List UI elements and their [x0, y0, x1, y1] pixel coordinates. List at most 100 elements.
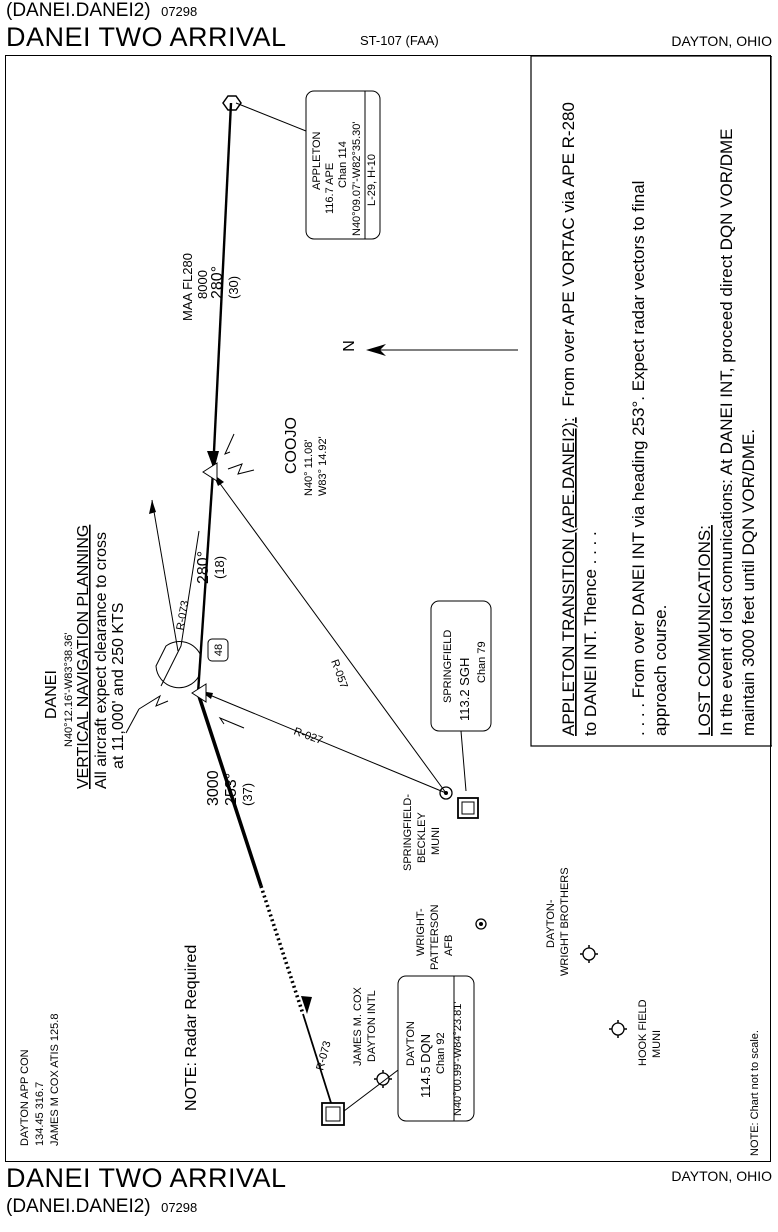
chart-source: ST-107 (FAA) — [360, 33, 439, 48]
svg-text:DAYTON-: DAYTON- — [545, 899, 557, 948]
route-appleton-coojo — [211, 102, 233, 473]
svg-text:MUNI: MUNI — [430, 827, 442, 855]
leg-danei-label: 3000 253° (37) — [205, 770, 255, 806]
computer-code: (DANEI.DANEI2) — [6, 0, 151, 21]
north-arrow: N — [341, 340, 518, 356]
direction-arrow-1 — [207, 451, 219, 470]
danei-info: DANEI N40°12.16'-W83°38.36' VERTICAL NAV… — [43, 525, 127, 789]
wright-patterson-airport: WRIGHT- PATTERSON AFB — [415, 904, 487, 970]
leg-appleton-label: MAA FL280 8000 280° (30) — [180, 253, 241, 321]
footer-code: (DANEI.DANEI2) 07298 — [6, 1196, 197, 1218]
coojo-name: COOJO — [283, 417, 300, 474]
appleton-channel: Chan 114 — [337, 141, 349, 188]
holding-pattern: 48 R-073 — [149, 499, 229, 689]
wright-brothers-airport: DAYTON- WRIGHT BROTHERS — [545, 867, 598, 976]
danei-fix-icon — [191, 683, 207, 703]
svg-text:(18): (18) — [212, 556, 227, 579]
coojo-leader — [227, 463, 255, 475]
danei-coords: N40°12.16'-W83°38.36' — [63, 632, 75, 747]
svg-text:HOOK FIELD: HOOK FIELD — [637, 999, 649, 1066]
vnav-line1: All aircraft expect clearance to cross — [93, 532, 110, 789]
leg-coojo-label: 280° (18) — [195, 551, 227, 584]
dayton-coords: N40°00.99'-W84°23.81' — [452, 1001, 464, 1116]
footer-computer-code: (DANEI.DANEI2) — [6, 1196, 151, 1217]
springfield-r027 — [199, 690, 447, 794]
appleton-freq: 116.7 APE — [324, 163, 336, 214]
springfield-r027-label: R-027 — [292, 726, 324, 748]
svg-text:WRIGHT-: WRIGHT- — [415, 908, 427, 956]
svg-text:280°: 280° — [195, 551, 212, 584]
svg-text:PATTERSON: PATTERSON — [429, 904, 441, 970]
vnav-title: VERTICAL NAVIGATION PLANNING — [75, 525, 92, 789]
springfield-channel: Chan 79 — [476, 641, 488, 683]
springfield-name: SPRINGFIELD — [442, 630, 454, 703]
hook-field-icon — [611, 1022, 625, 1036]
svg-text:(37): (37) — [240, 783, 255, 806]
procedure-line2: approach course. — [651, 605, 670, 736]
coojo-fix-icon — [202, 462, 218, 482]
svg-text:AFB: AFB — [443, 935, 455, 956]
procedure-line1: . . . . From over DANEI INT via heading … — [629, 181, 648, 736]
chart-frame: APPLETON TRANSITION (APE.DANEI2): From o… — [5, 55, 773, 1162]
header: (DANEI.DANEI2) 07298 — [6, 0, 197, 22]
footer-title: DANEI TWO ARRIVAL — [6, 1163, 287, 1193]
svg-text:SPRINGFIELD-: SPRINGFIELD- — [402, 794, 414, 871]
chart-canvas: APPLETON TRANSITION (APE.DANEI2): From o… — [19, 55, 773, 1156]
svg-text:BECKLEY: BECKLEY — [416, 812, 428, 863]
svg-text:3000: 3000 — [205, 770, 222, 806]
springfield-vortac-icon — [457, 797, 479, 819]
chart-title: DANEI TWO ARRIVAL — [6, 22, 287, 52]
coojo-lat: N40° 11.08' — [303, 440, 315, 496]
dayton-vortac-icon — [321, 1102, 345, 1126]
appleton-nav-box — [305, 90, 381, 240]
springfield-r057-label: R-057 — [328, 658, 350, 690]
appleton-charts: L-29, H-10 — [366, 154, 378, 206]
frequencies-block: DAYTON APP CON 134.45 316.7 JAMES M COX … — [19, 1014, 61, 1146]
dayton-channel: Chan 92 — [435, 1032, 447, 1074]
amendment-number: 07298 — [161, 4, 198, 19]
svg-text:DAYTON INTL: DAYTON INTL — [366, 990, 378, 1062]
procedure-text: APPLETON TRANSITION (APE.DANEI2): From o… — [559, 102, 758, 736]
chart-location: DAYTON, OHIO — [671, 33, 772, 49]
dayton-r073-label: R-073 — [314, 1040, 333, 1072]
dayton-nav-box — [397, 975, 475, 1122]
footer-amendment: 07298 — [161, 1200, 198, 1215]
route-r073-dayton — [302, 1013, 333, 1107]
svg-text:APPLETON TRANSITION (APE.DANEI: APPLETON TRANSITION (APE.DANEI2): From o… — [559, 102, 578, 736]
approach-control-label: DAYTON APP CON — [19, 1049, 31, 1146]
appleton-name: APPLETON — [311, 131, 323, 190]
cox-airport-icon — [376, 1072, 390, 1086]
springfield-freq: 113.2 SGH — [457, 658, 472, 721]
leg-maa: MAA FL280 — [180, 253, 195, 321]
route-coojo-danei — [196, 471, 215, 694]
svg-text:WRIGHT BROTHERS: WRIGHT BROTHERS — [559, 867, 571, 976]
wright-patterson-icon — [475, 918, 487, 930]
holding-time-box — [207, 638, 229, 662]
transition-text: From over APE VORTAC via APE R-280 — [559, 102, 578, 407]
dayton-freq: 114.5 DQN — [418, 1034, 433, 1098]
svg-text:MUNI: MUNI — [651, 1030, 663, 1058]
leg-distance: (30) — [226, 276, 241, 299]
cox-airport: JAMES M. COX DAYTON INTL — [352, 986, 392, 1088]
holding-time: 48 — [213, 644, 225, 656]
north-label: N — [341, 340, 358, 352]
lost-comms-line1: In the event of lost comunications: At D… — [717, 128, 736, 736]
leg-altitude: 8000 — [195, 270, 210, 299]
springfield-r057 — [212, 473, 447, 794]
route-heading-253 — [196, 692, 263, 887]
dayton-name: DAYTON — [405, 1021, 417, 1066]
atis-freq: JAMES M COX ATIS 125.8 — [49, 1014, 61, 1146]
leg-course: 280° — [209, 266, 226, 299]
appleton-vortac-icon — [222, 95, 242, 111]
springfield-beckley-label: SPRINGFIELD- BECKLEY MUNI — [402, 794, 442, 871]
lost-comms-line2: maintain 3000 feet until DQN VOR/DME. — [739, 429, 758, 736]
wright-brothers-icon — [582, 947, 596, 961]
note-radar-required: NOTE: Radar Required — [183, 945, 200, 1111]
footer-location: DAYTON, OHIO — [671, 1168, 772, 1184]
vnav-line2: at 11,000' and 250 KTS — [110, 603, 127, 769]
springfield-beckley-airport-icon — [439, 786, 453, 800]
danei-name: DANEI — [43, 670, 60, 719]
transition-title: APPLETON TRANSITION (APE.DANEI2): — [559, 417, 578, 736]
svg-text:JAMES M. COX: JAMES M. COX — [352, 986, 364, 1066]
approach-control-freqs: 134.45 316.7 — [34, 1082, 46, 1146]
